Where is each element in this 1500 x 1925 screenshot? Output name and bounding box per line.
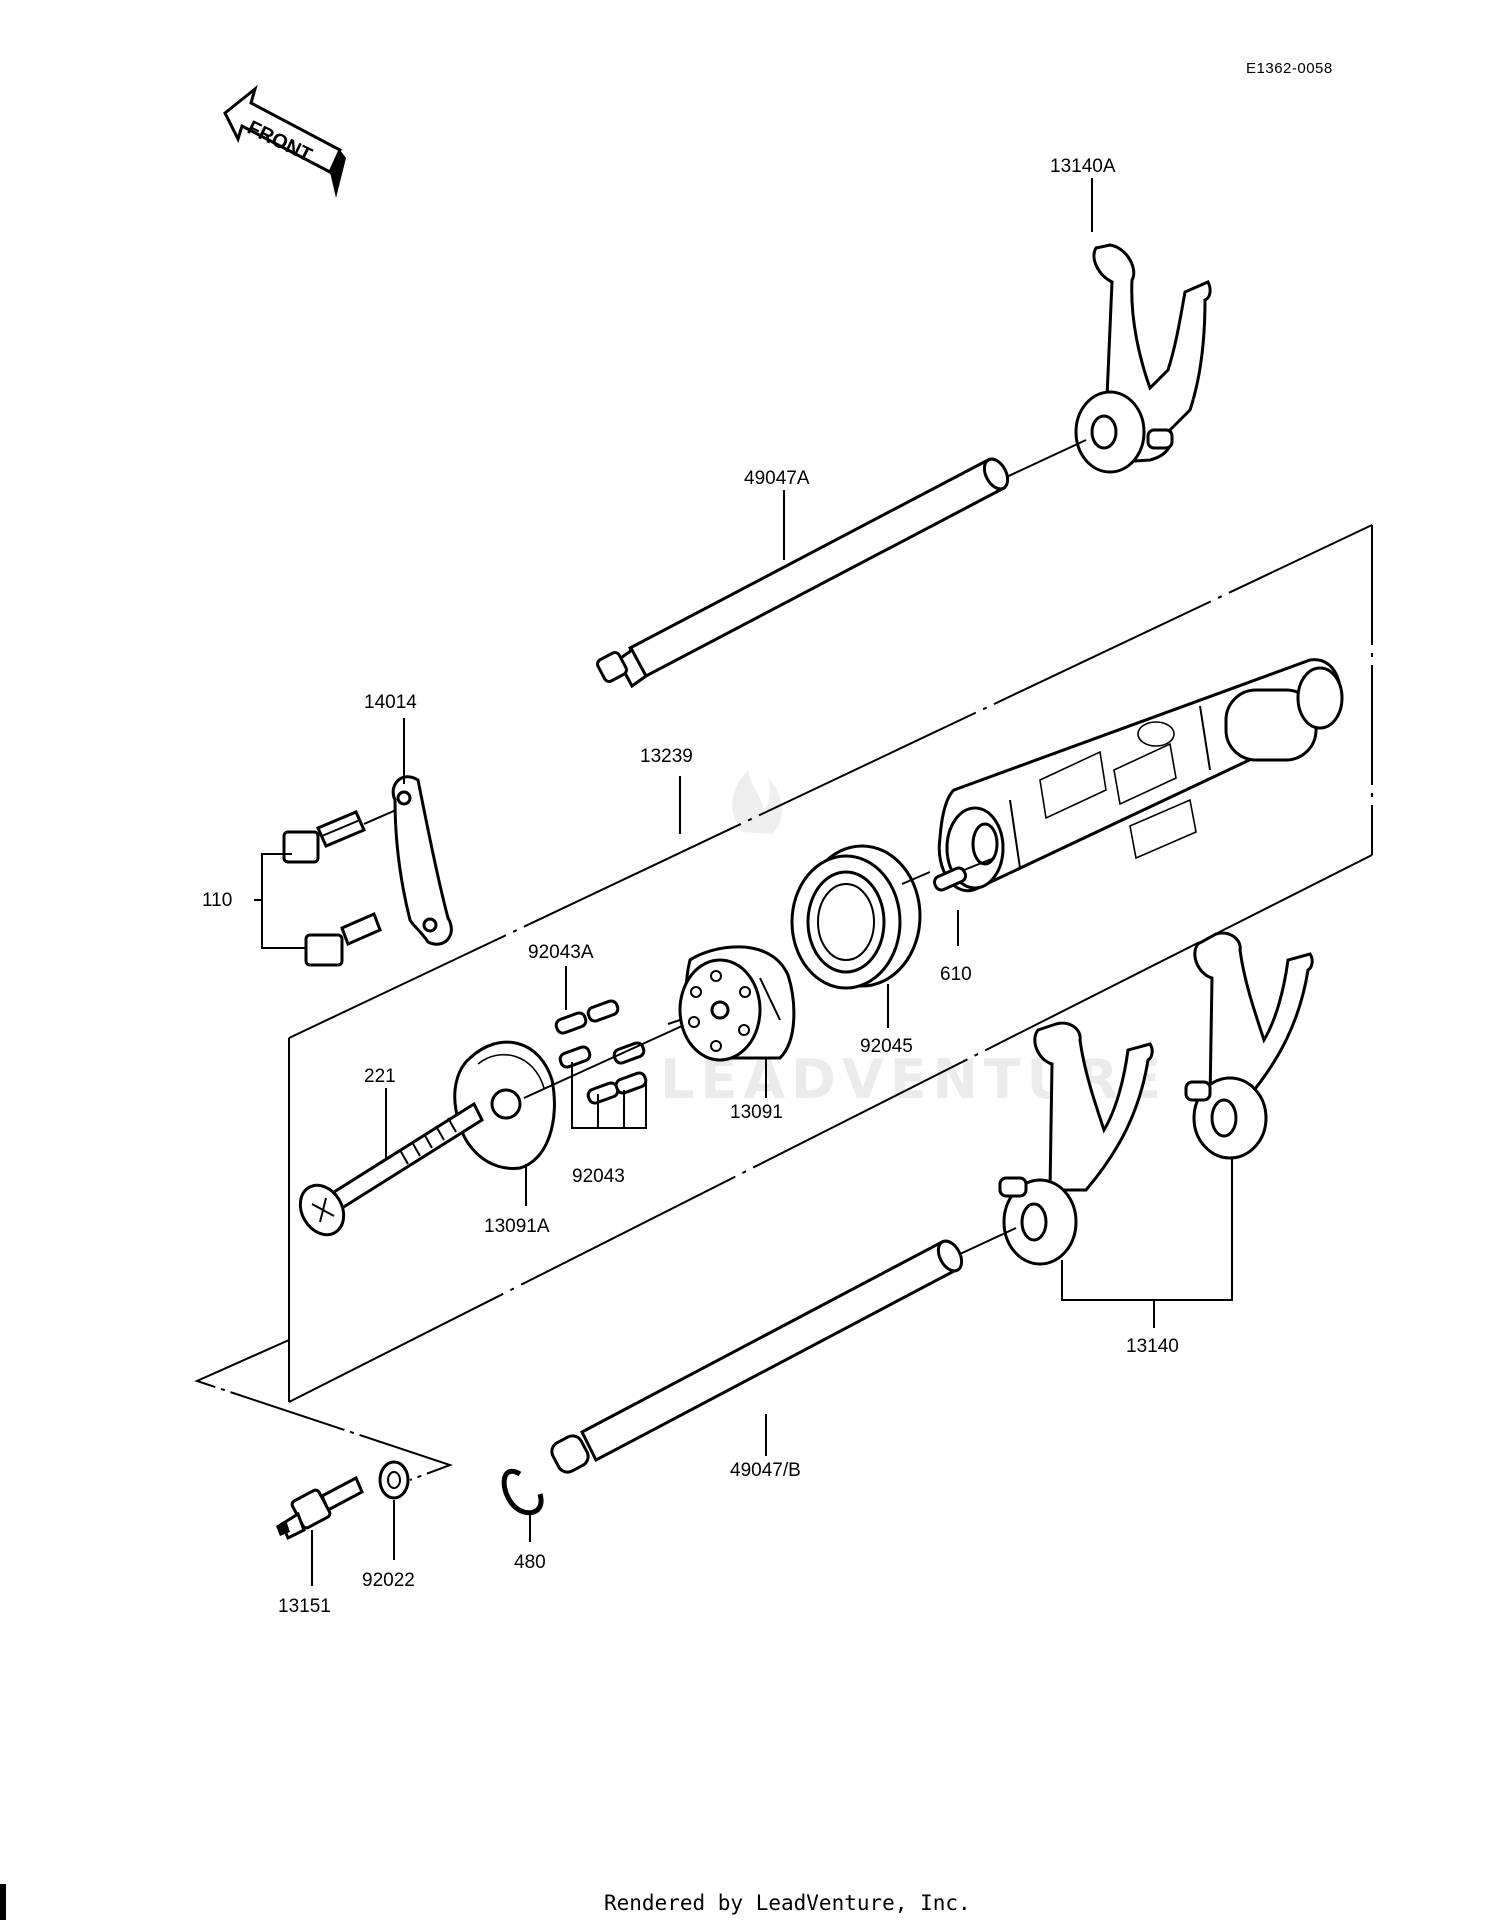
callout-49047b: 49047/B bbox=[730, 1460, 801, 1481]
callout-92043: 92043 bbox=[572, 1166, 625, 1187]
callout-49047a: 49047A bbox=[744, 468, 810, 489]
bolt-110-lower bbox=[304, 911, 382, 967]
shift-fork-13140-a bbox=[998, 1021, 1154, 1266]
shift-fork-13140a bbox=[1074, 243, 1212, 474]
callout-92045: 92045 bbox=[860, 1036, 913, 1057]
callout-13091: 13091 bbox=[730, 1102, 783, 1123]
diagram-code: E1362-0058 bbox=[1246, 60, 1333, 77]
pin-holder-13091 bbox=[667, 945, 796, 1062]
pin-610 bbox=[932, 857, 995, 892]
callout-610: 610 bbox=[940, 964, 972, 985]
callout-14014: 14014 bbox=[364, 692, 417, 713]
screw-221 bbox=[298, 1101, 484, 1237]
bolt-110-upper bbox=[282, 810, 366, 864]
credit-text: Rendered by LeadVenture, Inc. bbox=[604, 1891, 971, 1915]
washer-92022 bbox=[378, 1460, 410, 1500]
shift-rod-49047a bbox=[596, 439, 1087, 689]
edge-mark bbox=[0, 1884, 6, 1920]
callout-13140: 13140 bbox=[1126, 1336, 1179, 1357]
screw-threads bbox=[399, 1117, 457, 1165]
pins-92043 bbox=[554, 999, 648, 1105]
shift-drum-13239 bbox=[937, 658, 1344, 892]
neutral-switch-13151 bbox=[276, 1475, 364, 1541]
shift-fork-13140-b bbox=[1184, 931, 1314, 1160]
callout-13239: 13239 bbox=[640, 746, 693, 767]
callout-480: 480 bbox=[514, 1552, 546, 1573]
callout-92022: 92022 bbox=[362, 1570, 415, 1591]
front-arrow-icon: FRONT bbox=[223, 84, 346, 198]
callout-13151: 13151 bbox=[278, 1596, 331, 1617]
callout-221: 221 bbox=[364, 1066, 396, 1087]
bearing-92045 bbox=[790, 844, 931, 990]
callout-13091a: 13091A bbox=[484, 1216, 550, 1237]
callout-13140a: 13140A bbox=[1050, 156, 1116, 177]
callout-110: 110 bbox=[202, 890, 232, 911]
circlip-480 bbox=[501, 1468, 544, 1516]
assembly-boundary bbox=[288, 524, 1373, 1403]
callout-92043a: 92043A bbox=[528, 942, 594, 963]
plate-13091a bbox=[453, 1025, 683, 1170]
shift-rod-49047b bbox=[550, 1227, 1017, 1474]
plate-14014 bbox=[391, 775, 453, 946]
